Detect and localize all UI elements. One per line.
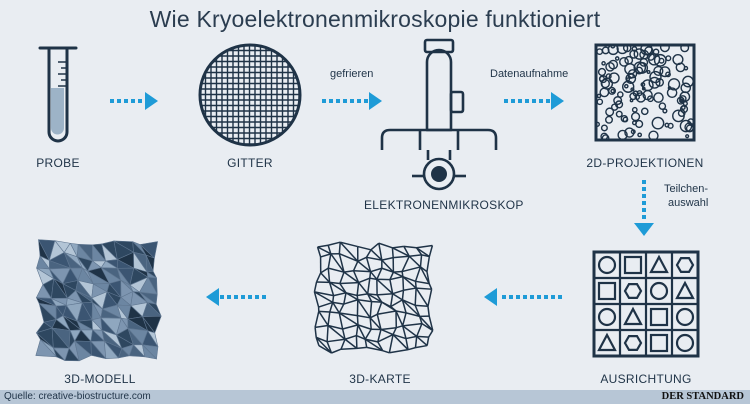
grid-icon: [198, 43, 302, 147]
arrow-projektionen-to-ausrichtung: [634, 180, 654, 236]
label-probe: PROBE: [36, 156, 80, 170]
footer-bar: Quelle: creative-biostructure.com DER ST…: [0, 390, 750, 404]
diagram-title: Wie Kryoelektronenmikroskopie funktionie…: [149, 6, 601, 32]
map-3d-icon: [313, 241, 434, 354]
label-karte: 3D-KARTE: [349, 372, 411, 386]
arrow-probe-to-gitter: [110, 92, 158, 110]
alignment-icon: [592, 250, 700, 358]
label-mikroskop: ELEKTRONENMIKROSKOP: [364, 198, 524, 212]
step-teilchenauswahl-2: auswahl: [668, 197, 709, 209]
label-modell: 3D-MODELL: [64, 372, 136, 386]
step-teilchenauswahl-1: Teilchen-: [664, 183, 709, 195]
microscope-icon: [380, 38, 498, 191]
model-3d-icon: [35, 239, 162, 362]
step-gefrieren: gefrieren: [330, 68, 374, 80]
arrow-mikroskop-to-projektionen: [504, 92, 564, 110]
source-credit: Quelle: creative-biostructure.com: [4, 391, 151, 402]
arrow-ausrichtung-to-karte: [484, 288, 562, 306]
step-datenaufnahme: Datenaufnahme: [490, 68, 569, 80]
label-ausrichtung: AUSRICHTUNG: [600, 372, 692, 386]
arrow-gitter-to-mikroskop: [322, 92, 382, 110]
arrow-karte-to-modell: [206, 288, 266, 306]
projections-icon: [594, 43, 696, 142]
test-tube-icon: [38, 46, 78, 143]
label-gitter: GITTER: [227, 156, 273, 170]
label-projektionen: 2D-PROJEKTIONEN: [586, 156, 704, 170]
brand-logo: DER STANDARD: [661, 391, 744, 402]
